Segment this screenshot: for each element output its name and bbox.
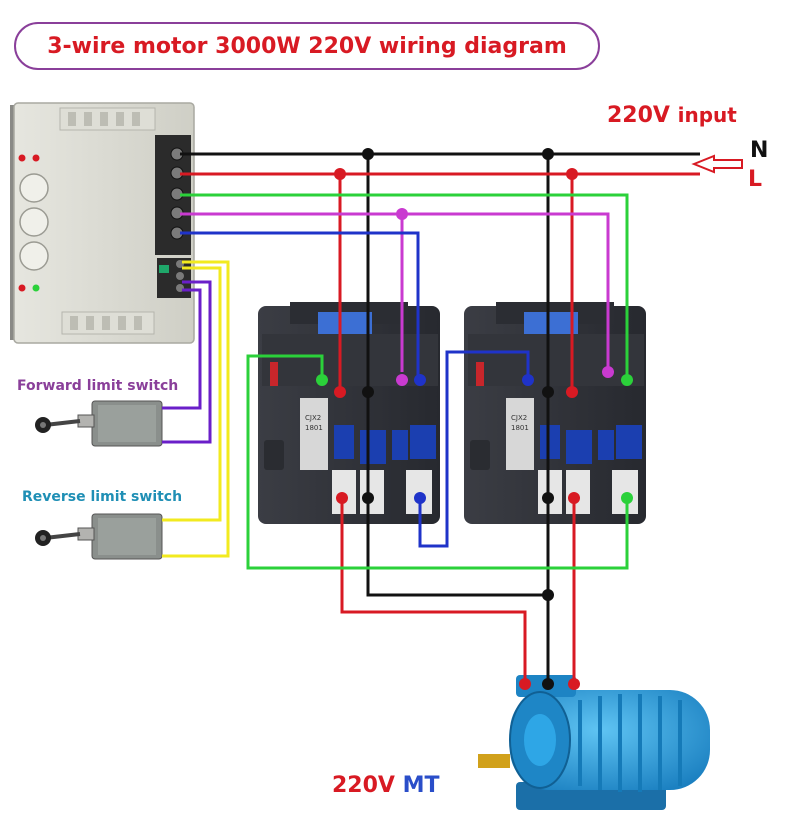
contactor-left-icon: CJX2 1801 [258,302,440,524]
wires [162,152,700,682]
terminal-dots [316,366,633,504]
reverse-limit-switch-label: Reverse limit switch [22,489,183,505]
motor-terminals [519,678,580,690]
neutral-label: N [750,138,769,163]
svg-text:CJX2: CJX2 [511,414,527,422]
input-arrow-icon [691,154,743,174]
forward-limit-switch-icon [35,400,163,447]
title-box: 3-wire motor 3000W 220V wiring diagram [14,22,600,70]
live-label: L [748,167,763,192]
input-voltage-value: 220V [607,103,670,128]
wire-green [180,193,629,380]
input-word: input [677,103,737,127]
svg-text:1801: 1801 [511,424,529,432]
motor-suffix: MT [402,773,440,798]
reverse-limit-switch-icon [35,513,163,560]
remote-controller-icon [10,102,195,344]
wire-magenta [180,212,610,372]
motor-label: 220V MT [332,773,440,798]
wire-yellow [162,260,230,558]
diagram-title: 3-wire motor 3000W 220V wiring diagram [47,33,567,59]
contactor-right-icon: CJX2 1801 [464,302,646,524]
junction-dots [334,148,578,601]
wire-purple [162,280,212,444]
forward-limit-switch-label: Forward limit switch [17,378,179,394]
svg-text:1801: 1801 [305,424,323,432]
motor-voltage: 220V [332,773,395,798]
wire-blue [180,231,420,380]
svg-text:CJX2: CJX2 [305,414,321,422]
input-voltage-label: 220V input [607,103,737,128]
motor-icon [478,675,710,810]
